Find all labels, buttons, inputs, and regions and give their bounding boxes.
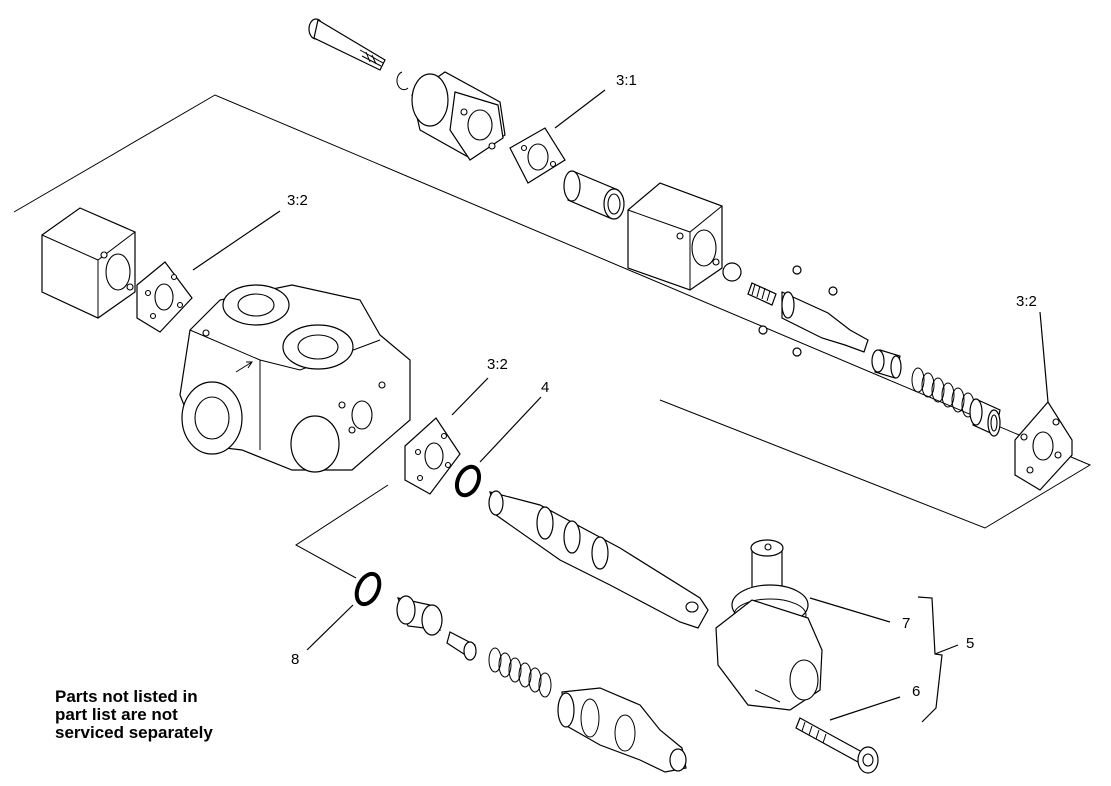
screw-6 (795, 717, 879, 774)
callouts: 3:1 3:2 3:2 3:2 4 5 6 7 8 (287, 72, 1037, 700)
leader-lines (192, 89, 1049, 723)
detent-parts (722, 262, 869, 357)
plug (396, 595, 443, 636)
spring-cap-housing (411, 71, 506, 161)
assembly-outline (13, 94, 1092, 579)
valve-body (179, 284, 411, 473)
callout-3-2-mid: 3:2 (487, 356, 508, 373)
top-bolt (308, 18, 386, 71)
gasket-3-2-mid (404, 417, 461, 495)
o-ring-4 (454, 464, 482, 498)
retaining-ring (396, 71, 409, 91)
relief-cartridge (557, 687, 687, 773)
gasket-3-1 (509, 127, 566, 184)
sleeve (563, 170, 625, 220)
left-cap-block (41, 207, 136, 319)
callout-3-2-left: 3:2 (287, 192, 308, 209)
gasket-3-2-left (136, 261, 193, 333)
right-spring (911, 367, 975, 418)
service-note-line-1: Parts not listed in (55, 687, 198, 706)
spool (488, 490, 709, 629)
callout-3-2-right: 3:2 (1016, 293, 1037, 310)
lower-spring (488, 647, 552, 698)
service-note-line-2: part list are not (55, 705, 178, 724)
lever-bracket (715, 539, 823, 711)
o-ring-8 (354, 571, 382, 607)
gasket-3-2-right (1014, 400, 1073, 491)
callout-7: 7 (902, 615, 910, 632)
callout-8: 8 (291, 651, 299, 668)
service-note-line-3: serviced separately (55, 723, 213, 742)
spring-seat-2 (969, 398, 1001, 437)
service-note: Parts not listed in part list are not se… (55, 688, 315, 742)
callout-5: 5 (966, 635, 974, 652)
spring-cap-box (627, 182, 723, 291)
callout-3-1: 3:1 (616, 72, 637, 89)
poppet (446, 631, 477, 661)
callout-4: 4 (541, 379, 549, 396)
callout-6: 6 (912, 683, 920, 700)
spring-seat (871, 349, 902, 379)
